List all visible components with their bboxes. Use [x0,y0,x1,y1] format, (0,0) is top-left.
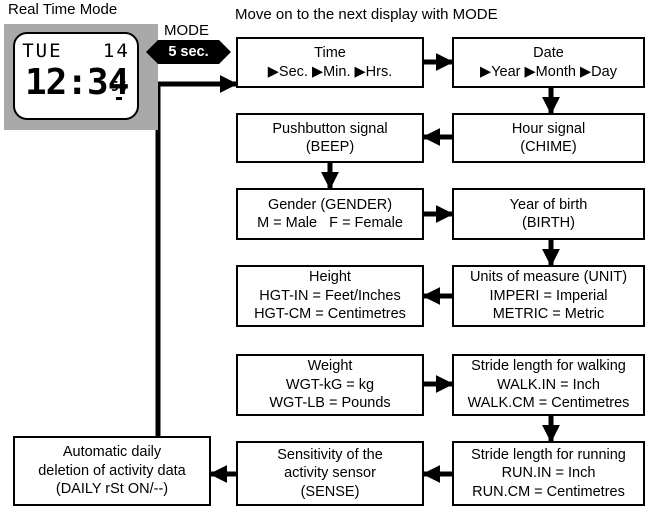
box-weight-kg: WGT-kG = kg [285,376,375,393]
box-sensitivity: Sensitivity of the activity sensor (SENS… [236,441,424,506]
box-pushbutton-code: (BEEP) [305,139,355,155]
mode-label: MODE [164,22,209,39]
box-sensitivity-line2: activity sensor [284,465,376,482]
box-weight: Weight WGT-kG = kg WGT-LB = Pounds [236,354,424,416]
box-run-in: RUN.IN = Inch [501,465,596,482]
box-auto-delete-code: (DAILY rSt ON/--) [55,481,169,498]
box-gender-options: M = Male F = Female [257,215,403,231]
watch-date: 14 [102,40,130,62]
box-weight-lb: WGT-LB = Pounds [269,395,391,412]
box-hour-signal-title: Hour signal [511,120,586,137]
box-units-metric: METRIC = Metric [492,306,605,323]
box-date-detail: ▶Year ▶Month ▶Day [480,63,617,80]
box-sensitivity-line1: Sensitivity of the [277,446,383,463]
box-gender: Gender (GENDER) M = Male F = Female [236,188,424,240]
watch-day-date-row: TUE 14 [15,40,137,62]
real-time-mode-label: Real Time Mode [8,1,118,18]
watch-seconds: 56 [111,80,127,95]
watch-indicator-icon [116,97,122,100]
box-date-title: Date [533,45,564,61]
box-birth-title: Year of birth [509,196,588,213]
box-height: Height HGT-IN = Feet/Inches HGT-CM = Cen… [236,265,424,327]
mode-duration-badge: 5 sec. [146,40,231,64]
box-auto-delete: Automatic daily deletion of activity dat… [13,436,211,506]
box-auto-delete-line2: deletion of activity data [38,462,186,479]
box-height-cm: HGT-CM = Centimetres [254,306,406,323]
box-weight-title: Weight [307,358,353,375]
watch-time: 12:34 [25,62,129,103]
box-hour-signal: Hour signal (CHIME) [452,113,645,163]
box-units-imperial: IMPERI = Imperial [489,287,608,304]
watch-lcd: TUE 14 12:34 56 [13,32,139,120]
instruction-text: Move on to the next display with MODE [235,6,498,23]
box-run-title: Stride length for running [471,446,626,463]
return-loop-line [155,75,238,436]
box-stride-running: Stride length for running RUN.IN = Inch … [452,441,645,506]
box-auto-delete-line1: Automatic daily [62,444,162,461]
box-stride-walking: Stride length for walking WALK.IN = Inch… [452,354,645,416]
box-walk-in: WALK.IN = Inch [496,376,600,393]
box-time-title: Time [314,45,346,61]
box-gender-title: Gender (GENDER) [267,196,393,213]
box-pushbutton-title: Pushbutton signal [272,120,388,137]
box-time-detail: ▶Sec. ▶Min. ▶Hrs. [267,63,393,80]
box-units-title: Units of measure (UNIT) [469,269,628,286]
box-height-title: Height [309,269,351,286]
box-year-of-birth: Year of birth (BIRTH) [452,188,645,240]
box-height-in: HGT-IN = Feet/Inches [259,287,401,304]
watch-day: TUE [22,40,63,62]
box-units: Units of measure (UNIT) IMPERI = Imperia… [452,265,645,327]
box-date: Date ▶Year ▶Month ▶Day [452,37,645,88]
box-pushbutton-signal: Pushbutton signal (BEEP) [236,113,424,163]
box-birth-code: (BIRTH) [522,215,575,231]
box-run-cm: RUN.CM = Centimetres [472,483,625,500]
box-walk-title: Stride length for walking [471,358,626,375]
box-time: Time ▶Sec. ▶Min. ▶Hrs. [236,37,424,88]
watch-display-frame: TUE 14 12:34 56 [4,24,158,130]
box-sensitivity-code: (SENSE) [300,483,360,500]
box-walk-cm: WALK.CM = Centimetres [467,395,630,412]
box-hour-signal-code: (CHIME) [520,139,577,155]
